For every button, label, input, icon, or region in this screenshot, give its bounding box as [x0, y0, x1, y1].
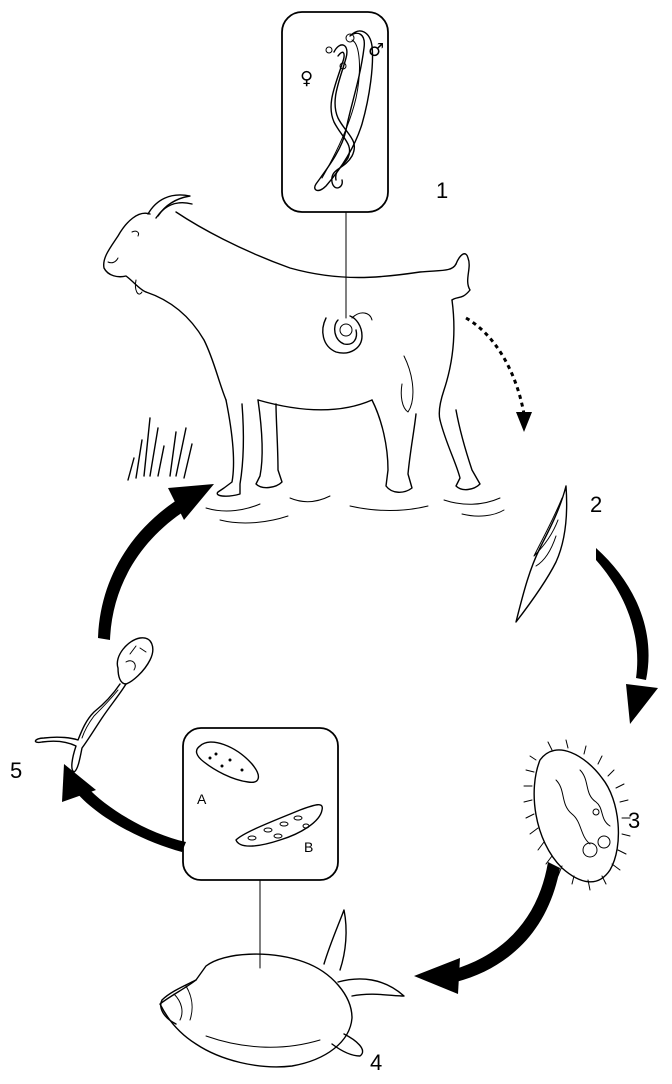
stage-2-number: 2	[590, 492, 602, 517]
sporocyst-label-a: A	[197, 791, 207, 807]
goat-host	[104, 195, 504, 523]
arrow-egg-to-miracidium	[596, 548, 658, 724]
arrow-miracidium-to-snail	[414, 862, 560, 994]
arrow-cercaria-to-goat	[98, 484, 214, 640]
egg-passage-dotted-arrow	[466, 318, 532, 432]
stage-5-number: 5	[10, 758, 22, 783]
female-symbol: ♀	[300, 68, 313, 89]
stage-3-miracidium	[524, 740, 630, 890]
stage-4-number: 4	[370, 1050, 382, 1075]
stage-3-number: 3	[628, 808, 640, 833]
arrow-snail-to-cercaria	[62, 764, 186, 852]
adult-worms-inset: ♀ ♂	[282, 12, 388, 212]
stage-4-snail	[160, 910, 404, 1067]
stage-2-egg	[516, 486, 567, 622]
male-symbol: ♂	[368, 40, 384, 61]
stage-5-cercaria	[35, 638, 152, 772]
stage-1-number: 1	[436, 178, 448, 203]
sporocyst-inset: A B	[183, 728, 338, 880]
sporocyst-label-b: B	[304, 839, 313, 855]
